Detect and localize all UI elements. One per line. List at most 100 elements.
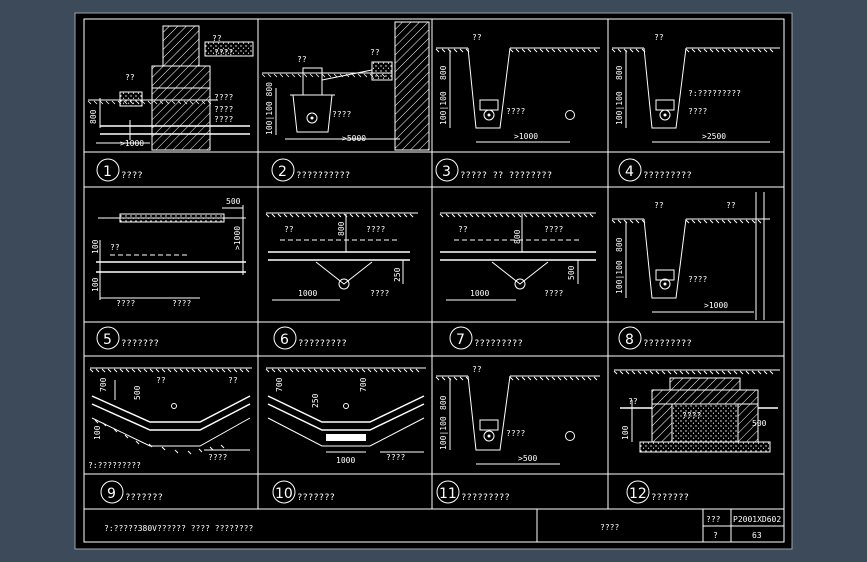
p1-label-7: 800 [89,109,98,124]
p2-label-4: 100|100 800 [265,82,274,135]
p8-label-1: ?? [654,201,664,210]
title-block-r2c1: ? [713,531,718,540]
panel-4-drawing [611,47,780,143]
panel-8-drawing [611,192,770,320]
p9-label-4: 700 [99,377,108,392]
title-block-center: ???? [600,523,619,532]
p2-label-3: ???? [332,110,351,119]
panel-10-drawing [265,367,426,453]
caption-11-text: ????????? [461,493,510,503]
p8-label-6: >1000 [704,301,728,310]
p10-label-2: 250 [311,393,320,408]
caption-9-number: 9 [107,486,116,502]
p12-label-4: ???? [682,411,701,420]
caption-2-number: 2 [278,164,287,180]
p11-label-5: >500 [518,454,537,463]
p7-label-5: 1000 [470,289,489,298]
p6-label-4: 250 [393,267,402,282]
caption-row-2: 5 ??????? 6 ????????? 7 ????????? 8 ????… [96,326,692,350]
caption-3-text: ????? ?? ???????? [460,171,552,181]
p9-label-6: ?:????????? [88,461,141,470]
p2-label-5: >5000 [342,134,366,143]
caption-5-text: ??????? [121,339,159,349]
caption-8-number: 8 [625,332,634,348]
p6-label-2: 800 [337,221,346,236]
panel-12-drawing [613,369,780,453]
p1-label-3: ???? [214,93,233,102]
p7-label-1: ?? [458,225,468,234]
panel-5-drawing [96,205,246,300]
p9-label-7: ???? [208,453,227,462]
caption-1-text: ???? [121,171,143,181]
p11-label-4: ???? [506,429,525,438]
caption-7-number: 7 [456,332,465,348]
caption-6-number: 6 [280,332,289,348]
grid-lines [84,19,784,510]
caption-row-3: 9 ??????? 10 ??????? 11 ????????? 12 ???… [100,480,689,504]
p2-label-1: ?? [297,55,307,64]
p11-label-3: 100|100 [439,416,448,450]
panel-3-drawing [435,47,600,143]
p9-label-3: ?? [228,376,238,385]
caption-2-text: ?????????? [296,171,350,181]
caption-10-text: ??????? [297,493,335,503]
p11-label-1: ?? [472,365,482,374]
p1-label-5: ?? [125,73,135,82]
title-block-note: ?:?????380V?????? ???? ???????? [104,524,253,533]
p5-label-7: ???? [172,299,191,308]
panel-1-drawing [87,25,254,151]
p1-label-6: ???? [214,115,233,124]
p7-label-4: 500 [567,265,576,280]
title-block [536,509,784,542]
p4-label-4: ?:????????? [688,89,741,98]
p4-label-3: 100|100 [615,91,624,125]
caption-10-number: 10 [275,486,293,502]
p5-label-2: ?? [110,243,120,252]
panel-9-drawing [89,367,252,455]
caption-1-number: 1 [103,164,112,180]
p3-label-3: 100|100 [439,91,448,125]
p9-label-5: 100 [93,425,102,440]
p4-label-6: >2500 [702,132,726,141]
p5-label-5: 100 [91,277,100,292]
p5-label-1: 500 [226,197,241,206]
p6-label-5: 1000 [298,289,317,298]
panel-11-drawing [435,375,600,465]
p3-label-5: >1000 [514,132,538,141]
p10-label-1: 700 [275,377,284,392]
p1-label-2: ???? [214,48,233,57]
caption-6-text: ????????? [298,339,347,349]
caption-row-1: 1 ???? 2 ?????????? 3 ????? ?? ???????? … [96,158,692,182]
p3-label-1: ?? [472,33,482,42]
p8-label-2: ?? [726,201,736,210]
caption-8-text: ????????? [643,339,692,349]
p1-label-8: >1000 [120,139,144,148]
p6-label-1: ?? [284,225,294,234]
p9-label-1: ?? [156,376,166,385]
title-block-page: 63 [752,531,762,540]
p1-label-1: ?? [212,34,222,43]
p5-label-3: 100 [91,239,100,254]
caption-5-number: 5 [103,332,112,348]
p10-label-5: ???? [386,453,405,462]
p3-label-2: 800 [439,65,448,80]
inner-frame [83,18,785,543]
p11-label-2: 800 [439,395,448,410]
p12-label-2: 100 [621,425,630,440]
panel-6-drawing [265,212,418,301]
p8-label-3: 800 [615,237,624,252]
p3-label-4: ???? [506,107,525,116]
p7-label-3: ???? [544,225,563,234]
p8-label-5: ???? [688,275,707,284]
p4-label-5: ???? [688,107,707,116]
caption-12-number: 12 [629,486,647,502]
p12-label-1: ?? [628,397,638,406]
p9-label-2: 500 [133,385,142,400]
panel-7-drawing [439,212,596,301]
p1-label-4: ???? [214,105,233,114]
caption-4-number: 4 [625,164,634,180]
p7-label-2: 800 [513,229,522,244]
caption-11-number: 11 [439,486,457,502]
p10-label-4: 1000 [336,456,355,465]
